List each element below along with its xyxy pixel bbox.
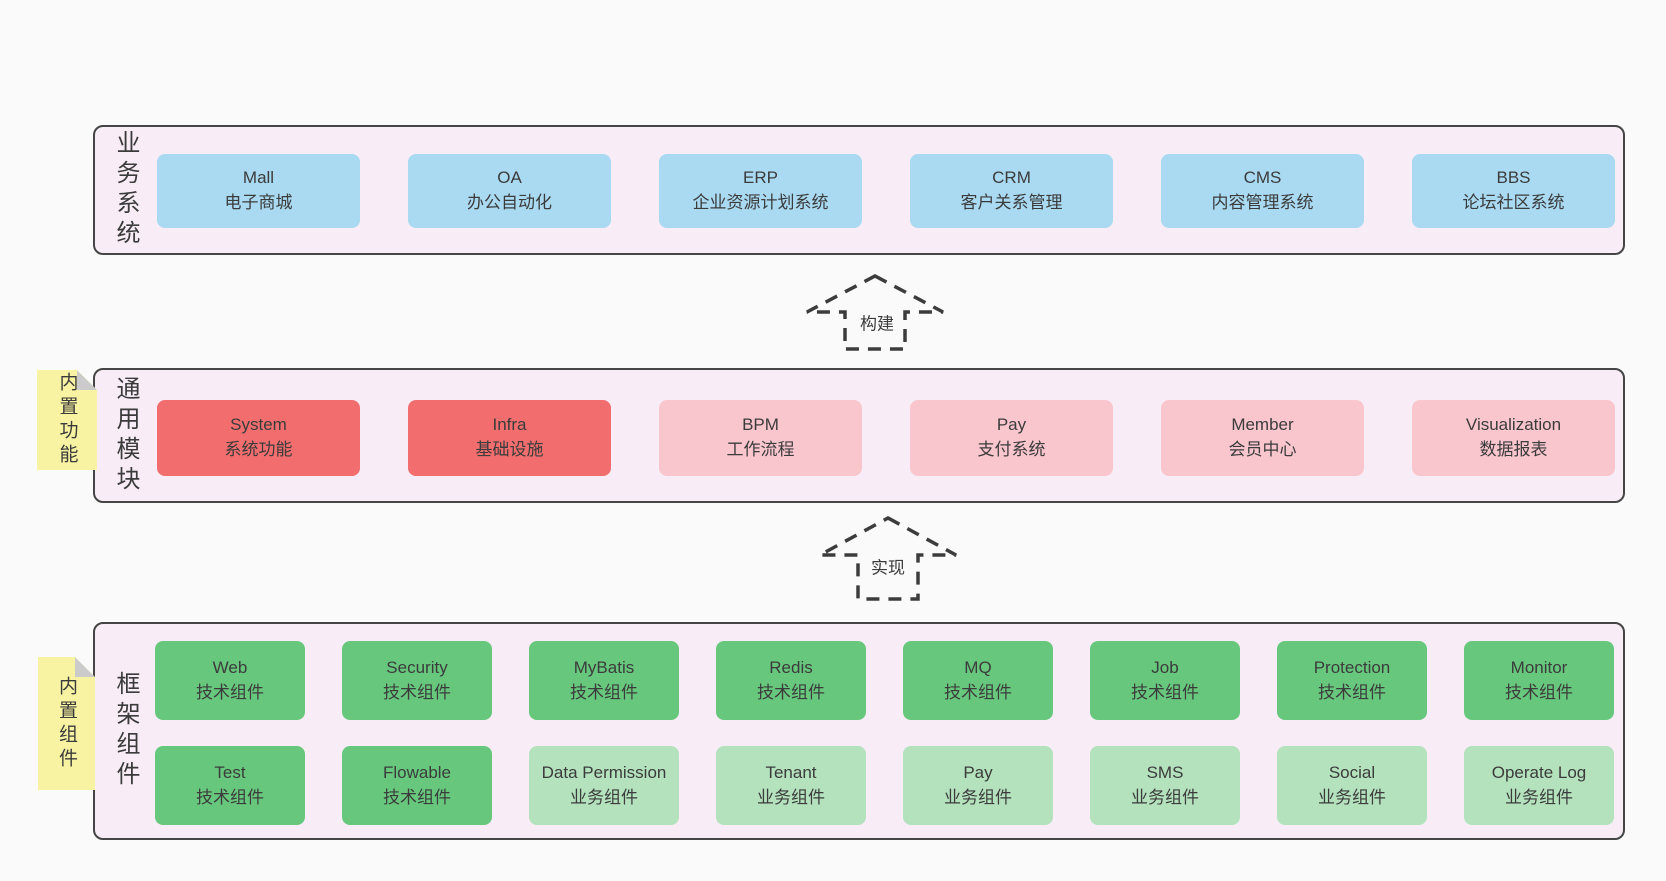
box-title: Mall — [242, 168, 275, 188]
box-subtitle: 业务组件 — [570, 787, 638, 807]
box-title: Member — [1231, 415, 1294, 435]
box-subtitle: 系统功能 — [224, 440, 293, 459]
box-title: MQ — [964, 657, 992, 677]
box-subtitle: 会员中心 — [1228, 440, 1297, 459]
box-mybatis: MyBatis 技术组件 — [529, 641, 679, 720]
box-mq: MQ 技术组件 — [903, 641, 1053, 720]
box-subtitle: 基础设施 — [475, 440, 544, 459]
box-tenant: Tenant 业务组件 — [716, 746, 866, 825]
box-subtitle: 技术组件 — [944, 682, 1012, 702]
band-framework-components-label: 框架组件 — [112, 671, 139, 791]
box-test: Test 技术组件 — [155, 746, 305, 825]
box-subtitle: 技术组件 — [383, 787, 451, 807]
box-subtitle: 支付系统 — [977, 440, 1046, 459]
box-subtitle: 数据报表 — [1479, 440, 1548, 459]
box-subtitle: 客户关系管理 — [960, 193, 1063, 212]
box-bbs: BBS 论坛社区系统 — [1412, 154, 1615, 228]
box-job: Job 技术组件 — [1090, 641, 1240, 720]
band-business-systems-label: 业务系统 — [112, 130, 139, 250]
box-title: Tenant — [765, 762, 817, 782]
box-subtitle: 业务组件 — [1131, 787, 1199, 807]
box-security: Security 技术组件 — [342, 641, 492, 720]
implement-arrow-label: 实现 — [868, 552, 908, 580]
box-subtitle: 技术组件 — [1505, 682, 1573, 702]
box-pay-component: Pay 业务组件 — [903, 746, 1053, 825]
box-title: ERP — [743, 168, 778, 188]
box-subtitle: 业务组件 — [1318, 787, 1386, 807]
box-member: Member 会员中心 — [1161, 400, 1364, 476]
box-title: Pay — [963, 762, 993, 782]
box-subtitle: 技术组件 — [570, 682, 638, 702]
box-visualization: Visualization 数据报表 — [1412, 400, 1615, 476]
box-title: CMS — [1243, 168, 1282, 188]
box-cms: CMS 内容管理系统 — [1161, 154, 1364, 228]
sticky-note-text: 内置组件 — [56, 675, 77, 772]
box-title: CRM — [992, 168, 1031, 188]
box-sms: SMS 业务组件 — [1090, 746, 1240, 825]
box-title: Redis — [769, 657, 813, 677]
box-bpm: BPM 工作流程 — [659, 400, 862, 476]
box-subtitle: 业务组件 — [1505, 787, 1573, 807]
sticky-note-builtin-components: 内置组件 — [38, 657, 95, 790]
box-title: Social — [1328, 762, 1376, 782]
box-title: Flowable — [382, 762, 452, 782]
box-subtitle: 企业资源计划系统 — [692, 193, 829, 212]
box-subtitle: 电子商城 — [224, 193, 293, 212]
band-common-modules: 通用模块 System 系统功能 Infra 基础设施 BPM 工作流程 Pay… — [93, 368, 1625, 503]
box-subtitle: 内容管理系统 — [1211, 193, 1314, 212]
box-erp: ERP 企业资源计划系统 — [659, 154, 862, 228]
box-subtitle: 技术组件 — [757, 682, 825, 702]
box-web: Web 技术组件 — [155, 641, 305, 720]
box-subtitle: 技术组件 — [1131, 682, 1199, 702]
box-title: Test — [214, 762, 246, 782]
band-framework-components: 框架组件 Web 技术组件 Security 技术组件 MyBatis 技术组件… — [93, 622, 1625, 840]
band-common-modules-label: 通用模块 — [112, 375, 139, 496]
box-title: Visualization — [1465, 415, 1562, 435]
box-flowable: Flowable 技术组件 — [342, 746, 492, 825]
box-subtitle: 业务组件 — [944, 787, 1012, 807]
box-operate-log: Operate Log 业务组件 — [1464, 746, 1614, 825]
build-arrow-label: 构建 — [857, 308, 897, 336]
implement-arrow-icon — [813, 512, 963, 602]
box-crm: CRM 客户关系管理 — [910, 154, 1113, 228]
box-title: Data Permission — [541, 762, 667, 782]
box-title: Monitor — [1510, 657, 1568, 677]
sticky-note-text: 内置功能 — [56, 372, 78, 468]
box-title: BPM — [742, 415, 779, 435]
folded-corner-icon — [75, 657, 95, 677]
box-subtitle: 技术组件 — [1318, 682, 1386, 702]
box-mall: Mall 电子商城 — [157, 154, 360, 228]
build-arrow-icon — [800, 270, 950, 352]
box-title: Security — [386, 657, 448, 677]
box-subtitle: 论坛社区系统 — [1462, 193, 1565, 212]
box-title: Infra — [492, 415, 527, 435]
band-business-systems: 业务系统 Mall 电子商城 OA 办公自动化 ERP 企业资源计划系统 CRM… — [93, 125, 1625, 255]
box-oa: OA 办公自动化 — [408, 154, 611, 228]
box-monitor: Monitor 技术组件 — [1464, 641, 1614, 720]
box-title: Job — [1151, 657, 1179, 677]
box-protection: Protection 技术组件 — [1277, 641, 1427, 720]
box-subtitle: 技术组件 — [196, 787, 264, 807]
box-title: BBS — [1496, 168, 1531, 188]
sticky-note-builtin-features: 内置功能 — [37, 370, 97, 470]
box-subtitle: 技术组件 — [383, 682, 451, 702]
box-title: Protection — [1313, 657, 1391, 677]
box-title: Operate Log — [1491, 762, 1587, 782]
box-social: Social 业务组件 — [1277, 746, 1427, 825]
box-subtitle: 工作流程 — [726, 440, 795, 459]
box-pay-module: Pay 支付系统 — [910, 400, 1113, 476]
box-title: Web — [212, 657, 248, 677]
box-redis: Redis 技术组件 — [716, 641, 866, 720]
box-infra: Infra 基础设施 — [408, 400, 611, 476]
box-subtitle: 业务组件 — [757, 787, 825, 807]
box-title: OA — [497, 168, 522, 188]
box-title: Pay — [996, 415, 1027, 435]
box-subtitle: 办公自动化 — [467, 193, 552, 212]
box-data-permission: Data Permission 业务组件 — [529, 746, 679, 825]
box-title: SMS — [1146, 762, 1184, 782]
box-subtitle: 技术组件 — [196, 682, 264, 702]
box-system: System 系统功能 — [157, 400, 360, 476]
box-title: MyBatis — [573, 657, 635, 677]
box-title: System — [230, 415, 287, 435]
